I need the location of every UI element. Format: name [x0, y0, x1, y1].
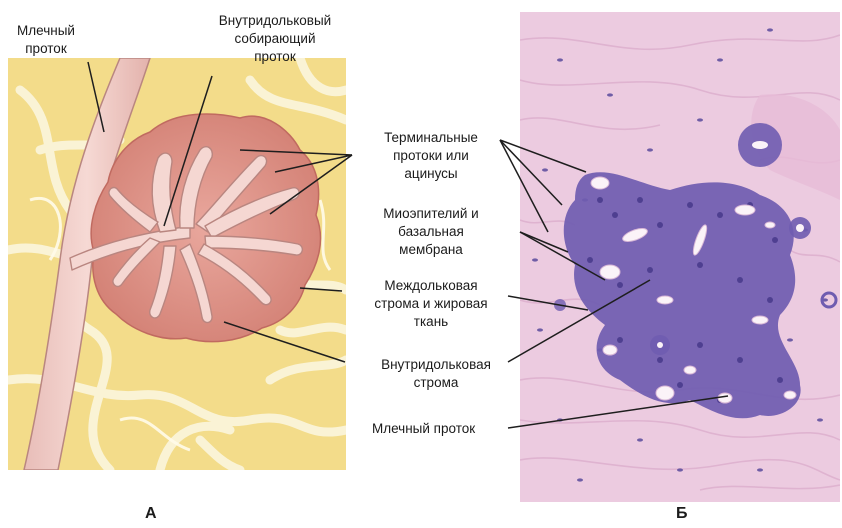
- label-milk-duct-a: Млечный проток: [10, 22, 82, 58]
- label-terminal-ducts: Терминальные протоки или ацинусы: [356, 129, 506, 183]
- panel-a-illustration: [8, 58, 346, 470]
- label-interlobular-stroma: Междольковая строма и жировая ткань: [356, 277, 506, 331]
- panel-b-histology: [520, 12, 840, 502]
- label-intralobular-collecting-duct: Внутридольковый собирающий проток: [200, 12, 350, 66]
- label-myoepithelium: Миоэпителий и базальная мембрана: [356, 205, 506, 259]
- panel-letter-b: Б: [676, 505, 688, 523]
- panel-letter-a: А: [145, 505, 157, 523]
- label-milk-duct-b: Млечный проток: [372, 420, 512, 438]
- label-intralobular-stroma: Внутридольковая строма: [356, 356, 516, 392]
